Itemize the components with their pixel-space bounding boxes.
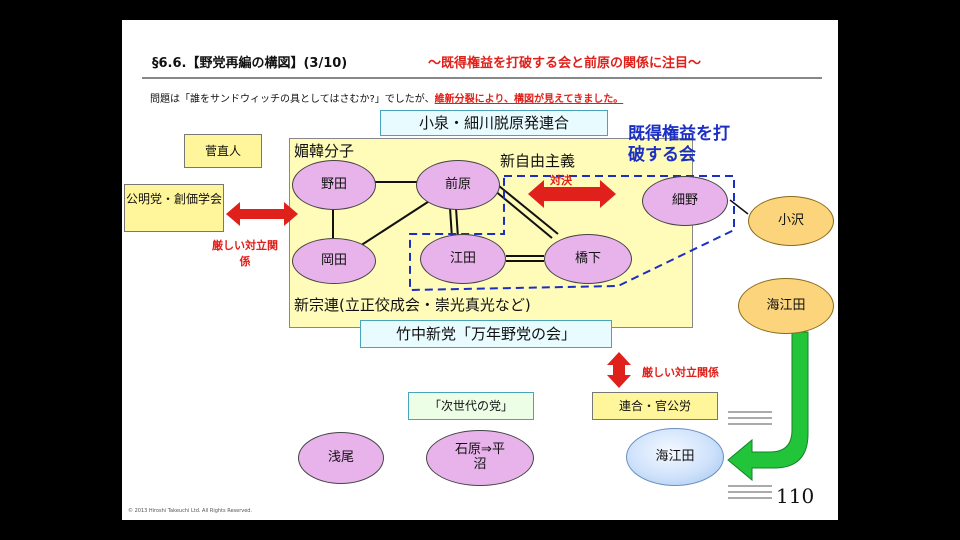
slide-subtitle: 〜既得権益を打破する会と前原の関係に注目〜 [428,56,702,71]
node-asao: 浅尾 [298,432,384,484]
arrow-komei-noda [226,202,298,226]
slide: §6.6.【野党再編の構図】(3/10) 〜既得権益を打破する会と前原の関係に注… [122,20,838,520]
link-maehara-hashimoto-2 [498,185,559,235]
node-noda: 野田 [292,160,376,210]
title-divider [142,77,822,79]
box-komei: 公明党・創価学会 [124,184,224,232]
arrow-takenaka-rengo [607,352,631,388]
box-rengo: 連合・官公労 [592,392,718,420]
label-shinjiyu: 新自由主義 [500,152,576,170]
slide-title: §6.6.【野党再編の構図】(3/10) [152,56,348,71]
link-maehara-eda-2 [455,207,459,239]
box-jisedai: 「次世代の党」 [408,392,534,420]
node-hosono: 細野 [642,176,728,226]
label-shinkan: 媚韓分子 [294,142,355,160]
label-taiketsu: 対決 [550,174,572,187]
node-hashimoto: 橋下 [544,234,632,284]
node-eda: 江田 [420,234,506,284]
link-hosono-ozawa [729,199,749,215]
box-takenaka: 竹中新党「万年野党の会」 [360,320,612,348]
node-maehara: 前原 [416,160,500,210]
box-kan: 菅直人 [184,134,262,168]
intro-main: 問題は「誰をサンドウィッチの具としてはさむか?」でしたが、 [150,94,435,105]
arrow-green-kaieda [727,331,809,482]
node-kaieda-top: 海江田 [738,278,834,334]
page-number: 110 [776,484,815,508]
node-okada: 岡田 [292,238,376,284]
label-kibishii-left: 厳しい対立関係 [212,239,278,268]
arrow-taiketsu [528,180,616,208]
label-shinshuren: 新宗連(立正佼成会・崇光真光など) [294,296,531,314]
copyright: © 2013 Hiroshi Takeuchi Ltd. All Rights … [128,508,253,514]
label-kitoku: 既得権益を打破する会 [628,124,730,166]
intro-highlight: 維新分裂により、構図が見えてきました。 [434,94,624,105]
kitoku-boundary [409,175,735,292]
link-okada-maehara [359,197,435,247]
diagram-graphics [226,175,809,499]
node-ishihara: 石原⇒平沼 [426,430,534,486]
label-kibishii-right: 厳しい対立関係 [642,366,719,379]
node-kaieda-bottom: 海江田 [626,428,724,486]
box-koizumi-hosokawa: 小泉・細川脱原発連合 [380,110,608,136]
node-ozawa: 小沢 [748,196,834,246]
intro-text: 問題は「誰をサンドウィッチの具としてはさむか?」でしたが、維新分裂により、構図が… [150,90,623,105]
